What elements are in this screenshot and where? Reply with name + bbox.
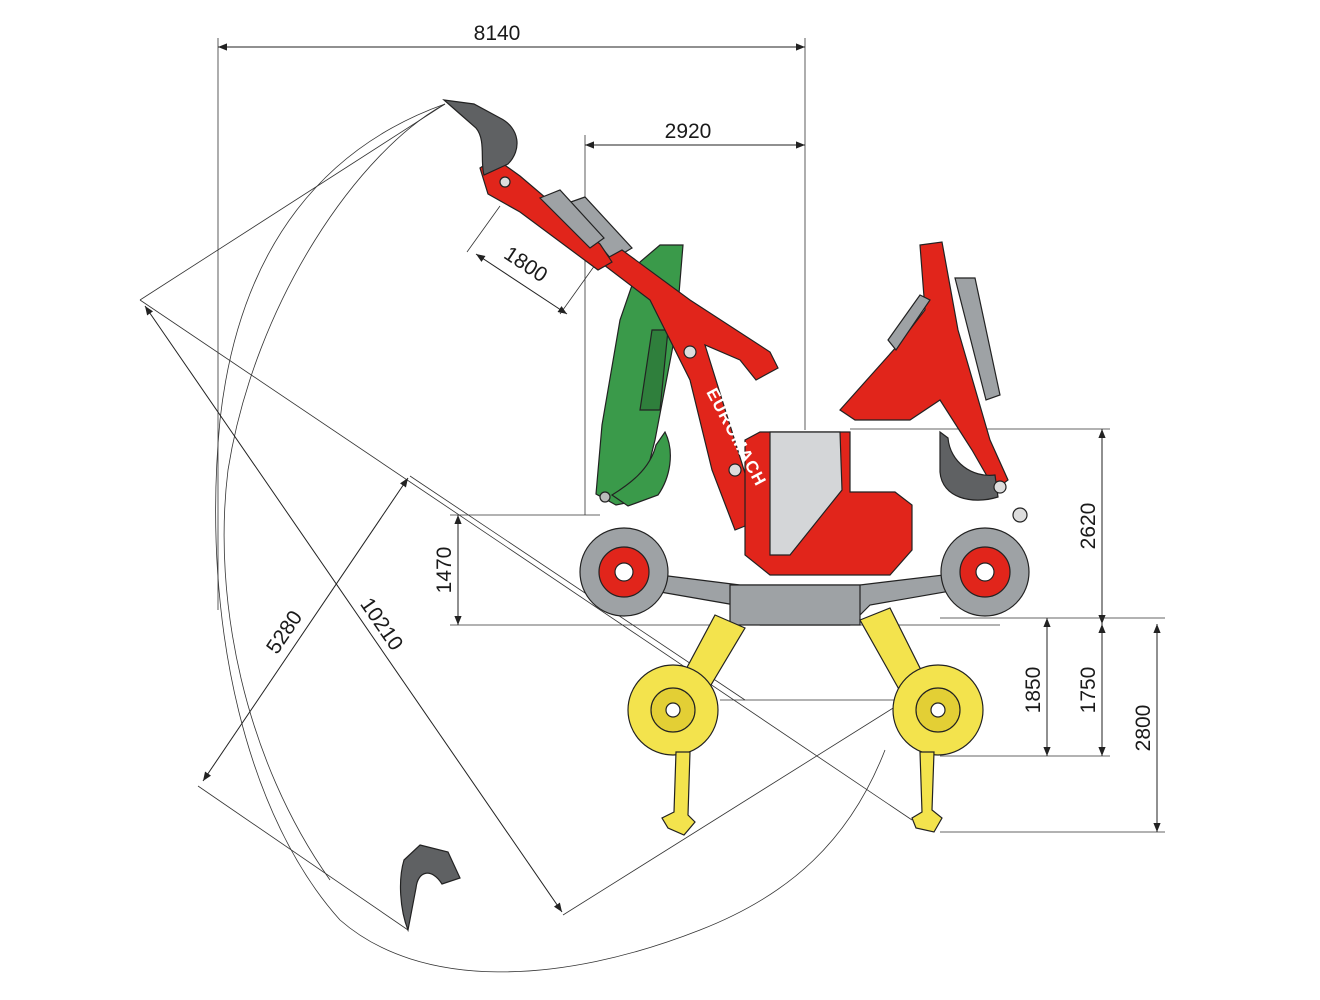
dim-label-base-height: 1470	[433, 547, 456, 594]
dim-label-front-reach: 2920	[665, 120, 712, 143]
dim-label-stabilizer-drop: 2800	[1132, 705, 1155, 752]
dim-label-cut-depth: 5280	[262, 607, 307, 659]
reach-construction-line-5	[562, 699, 907, 916]
front-wheel	[579, 527, 669, 617]
raised-boom	[442, 99, 779, 531]
reach-construction-line-1	[139, 103, 446, 301]
lowered-bucket	[399, 844, 461, 933]
boom-main-arm	[598, 249, 779, 531]
green-bucket	[610, 430, 671, 507]
front-stabilizer	[661, 751, 696, 836]
rear-boom	[839, 241, 1028, 523]
dim-line-stick-length	[475, 253, 568, 315]
depth-arc	[223, 103, 446, 881]
rear-wheel	[940, 527, 1030, 617]
dim-label-max-radius: 10210	[355, 594, 407, 655]
wheels	[579, 527, 1030, 617]
cab-window	[769, 431, 843, 556]
outriggers	[627, 607, 984, 836]
reach-construction-line-4	[197, 785, 409, 931]
rear-leg-wheel	[892, 664, 984, 756]
raised-bucket	[442, 99, 518, 176]
dim-label-stick-length: 1800	[500, 242, 552, 287]
rear-boom-arm	[839, 241, 1009, 491]
rear-bucket	[939, 430, 999, 501]
dim-label-wheel-drop: 1850	[1022, 667, 1045, 714]
dim-line-max-radius	[144, 305, 563, 913]
chassis-center	[729, 584, 861, 626]
rear-stabilizer	[911, 751, 943, 833]
dimension-lines: 8140 2920 1800 5280 10210 1470 2620 1850	[144, 22, 1165, 913]
dim-label-total-reach: 8140	[474, 22, 521, 45]
chassis: EUROMACH	[619, 385, 986, 626]
front-leg-wheel	[627, 664, 719, 756]
dim-label-cab-height: 2620	[1077, 503, 1100, 550]
dim-label-leg-drop: 1750	[1077, 667, 1100, 714]
